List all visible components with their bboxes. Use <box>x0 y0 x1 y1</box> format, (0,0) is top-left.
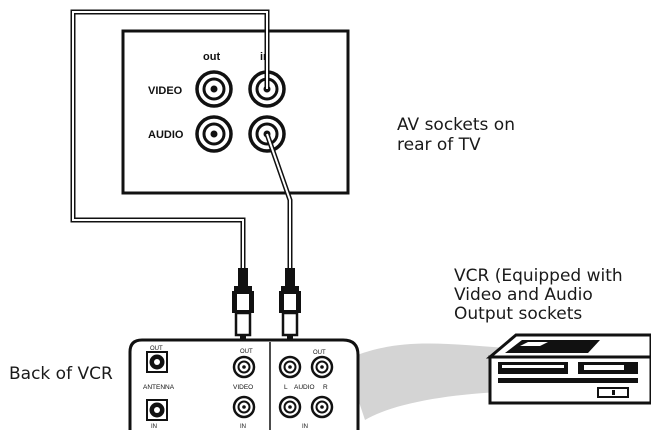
vcr-video-out-jack[interactable] <box>232 355 256 379</box>
vcr-audio-r-label: R <box>323 384 328 391</box>
tv-caption-line2: rear of TV <box>397 135 481 155</box>
vcr-icon <box>485 333 651 405</box>
vcr-antenna-out-socket[interactable] <box>146 351 168 373</box>
vcr-antenna-in-socket[interactable] <box>146 399 168 421</box>
tv-video-label: VIDEO <box>148 85 183 97</box>
vcr-audio-in-l-jack[interactable] <box>278 395 302 419</box>
vcr-caption-line1: VCR (Equipped with <box>454 266 623 286</box>
tv-out-label: out <box>203 51 220 63</box>
vcr-audio-l-label: L <box>284 384 288 391</box>
vcr-audio-in-r-jack[interactable] <box>310 395 334 419</box>
vcr-caption-line3: Output sockets <box>454 304 582 324</box>
vcr-audio-out-label: OUT <box>313 350 326 356</box>
vcr-audio-out-r-jack[interactable] <box>310 355 334 379</box>
tv-caption-line1: AV sockets on <box>397 115 515 135</box>
back-of-vcr-caption: Back of VCR <box>9 364 113 384</box>
vcr-audio-out-l-jack[interactable] <box>278 355 302 379</box>
vcr-video-in-jack[interactable] <box>232 395 256 419</box>
vcr-audio-label: AUDIO <box>294 384 315 391</box>
tv-audio-out-jack[interactable] <box>195 115 233 153</box>
vcr-antenna-in-label: IN <box>151 424 157 430</box>
vcr-antenna-label: ANTENNA <box>143 384 175 391</box>
tv-rear-panel <box>121 29 350 195</box>
tv-video-out-jack[interactable] <box>195 70 233 108</box>
vcr-audio-in-label: IN <box>302 424 308 430</box>
callout-wedge <box>345 343 510 420</box>
vcr-video-in-label: IN <box>240 424 246 430</box>
tv-audio-label: AUDIO <box>148 129 184 141</box>
vcr-video-out-label: OUT <box>240 349 253 355</box>
vcr-caption-line2: Video and Audio <box>454 285 593 305</box>
vcr-video-label: VIDEO <box>233 384 253 391</box>
vcr-antenna-out-label: OUT <box>150 346 163 352</box>
